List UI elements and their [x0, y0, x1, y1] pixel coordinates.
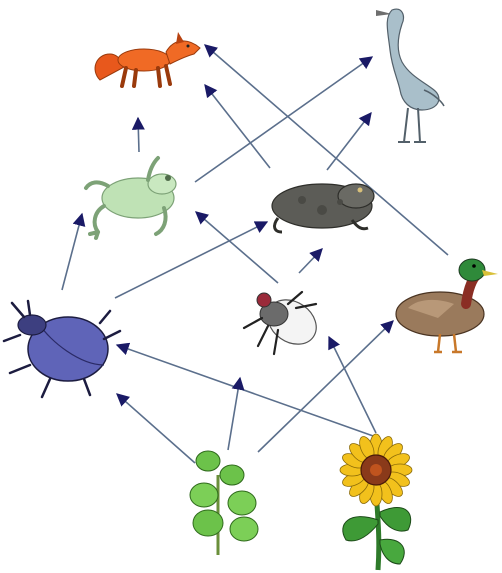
arrow-sunflower-to-beetle: [117, 345, 376, 437]
heron-icon: [376, 9, 444, 142]
arrow-fly-to-toad: [299, 249, 322, 273]
arrow-sunflower-to-fly: [329, 337, 376, 433]
arrow-beetle-to-toad: [115, 222, 267, 298]
arrow-frog-to-heron: [195, 57, 372, 182]
toad-icon: [272, 184, 374, 232]
arrow-beetle-to-frog: [62, 214, 82, 290]
duck-icon: [396, 259, 498, 352]
beetle-icon: [4, 301, 120, 397]
plant-icon: [190, 451, 258, 555]
arrow-frog-to-fox: [138, 118, 139, 152]
fly-icon: [244, 291, 325, 354]
arrows-layer: [62, 45, 448, 463]
frog-icon: [86, 158, 176, 238]
arrow-toad-to-fox: [205, 85, 270, 168]
arrow-plant-to-fly: [228, 378, 240, 450]
arrow-toad-to-heron: [327, 113, 371, 170]
arrow-plant-to-beetle: [117, 394, 195, 463]
sunflower-icon: [340, 434, 412, 570]
fox-icon: [90, 32, 200, 86]
arrow-plant-to-duck: [258, 321, 393, 452]
